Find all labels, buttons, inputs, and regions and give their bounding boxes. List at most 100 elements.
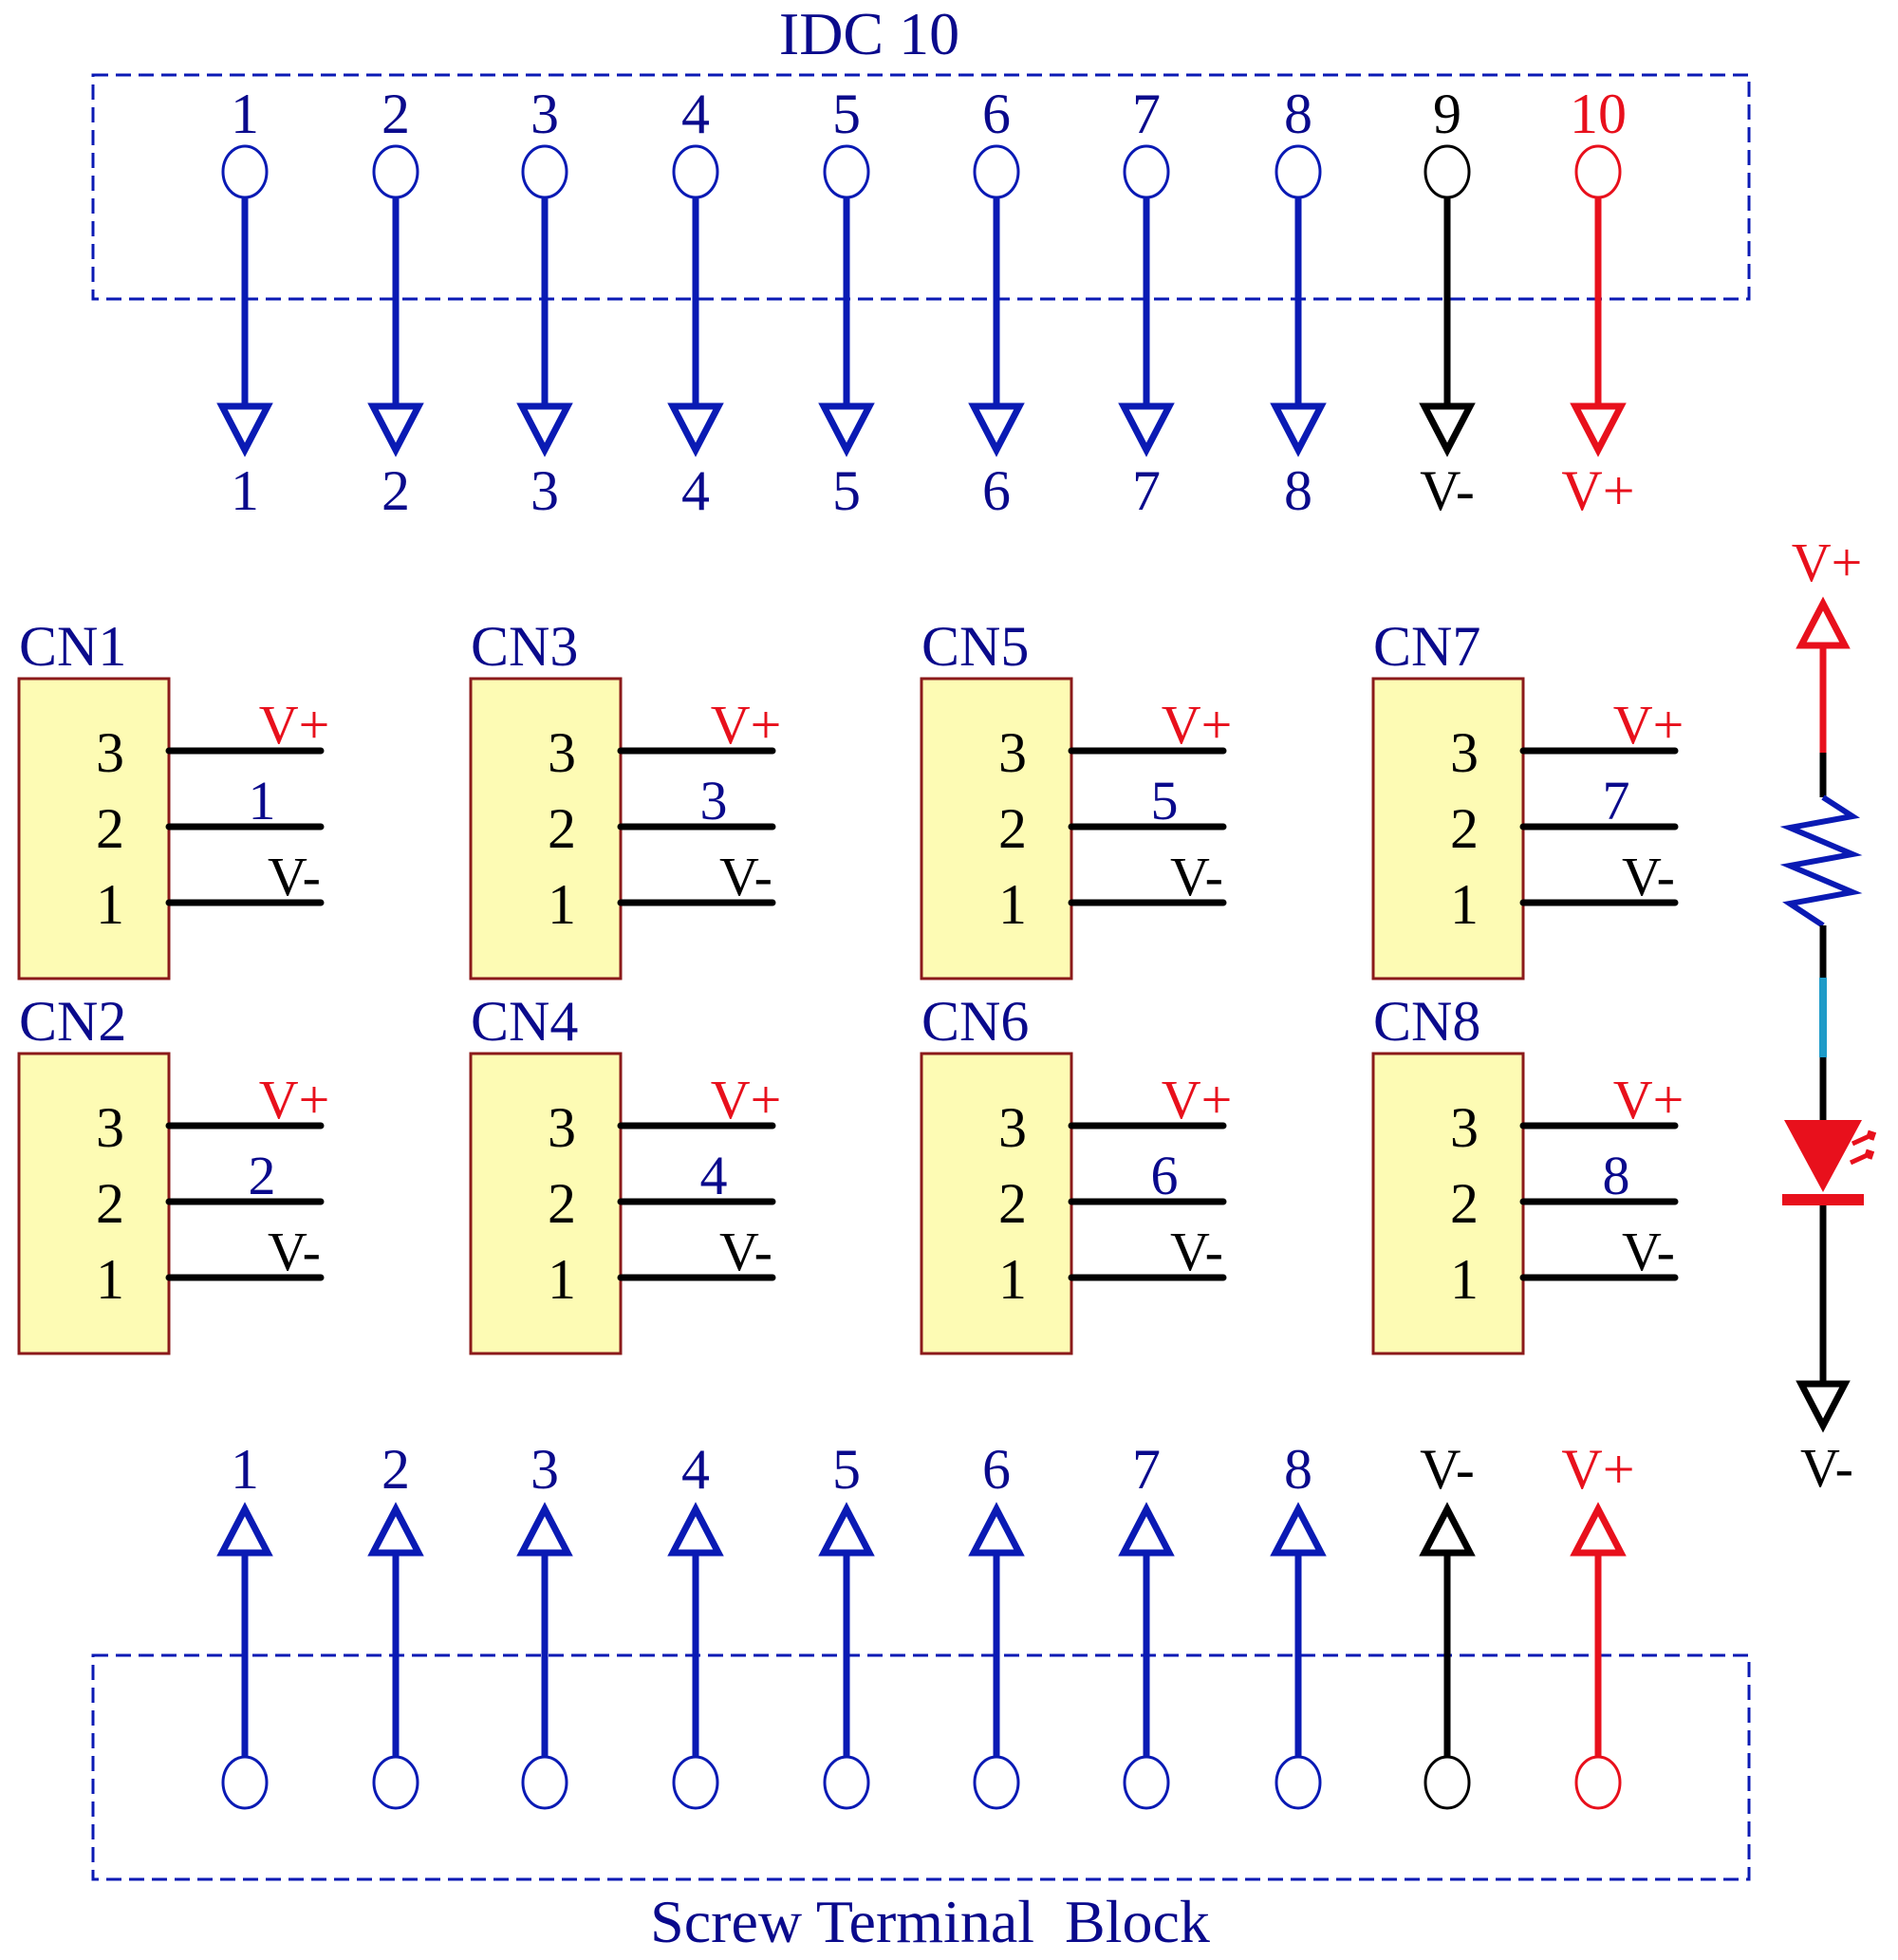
connector-name: CN7 [1373, 615, 1480, 678]
connector-pin-number: 2 [96, 1172, 124, 1235]
pin-pad-circle [221, 144, 269, 199]
connector-pin-number: 1 [1450, 873, 1479, 936]
net-port-arrow-icon [1270, 1502, 1327, 1557]
connector-pin-number: 2 [1450, 1172, 1479, 1235]
terminal-net-label: 1 [231, 1438, 259, 1501]
terminal-net-label: 8 [1284, 1438, 1312, 1501]
pin-pad-circle [1123, 144, 1170, 199]
pin-pad-circle [1424, 144, 1471, 199]
connector-net-label: V- [1622, 846, 1675, 907]
connector-pin-number: 1 [548, 1248, 576, 1311]
net-port-arrow-icon [1419, 1502, 1476, 1557]
connector-body [920, 677, 1073, 980]
net-port-arrow-icon [968, 402, 1025, 457]
connector-pin-number: 2 [96, 797, 124, 860]
connector-grid: CN1321V+1V-CN3321V+3V-CN5321V+5V-CN7321V… [17, 615, 1684, 1355]
net-port-arrow-icon [667, 1502, 724, 1557]
connector-net-label: 1 [249, 770, 276, 831]
pin-pad-circle [372, 144, 419, 199]
net-port-arrow-icon [216, 1502, 273, 1557]
connector-net-label: V- [268, 846, 321, 907]
terminal-pin-10: V+ [1561, 1438, 1635, 1810]
idc-pin-number: 5 [832, 83, 861, 145]
connector-body [17, 677, 171, 980]
net-port-arrow-icon [516, 1502, 573, 1557]
idc-net-label: 5 [832, 459, 861, 522]
terminal-net-label: V+ [1561, 1438, 1634, 1501]
connector-net-label: V+ [1613, 1069, 1684, 1130]
terminal-net-label: 3 [530, 1438, 559, 1501]
connector-pin-number: 2 [998, 1172, 1027, 1235]
connector-net-label: V+ [259, 694, 330, 756]
pin-pad-circle [672, 144, 719, 199]
idc-dashed-outline [91, 73, 1751, 301]
connector-name: CN8 [1373, 990, 1480, 1053]
connector-body [469, 1052, 623, 1355]
pin-pad-circle [1424, 1755, 1471, 1810]
connector-net-label: V- [1622, 1221, 1675, 1282]
connector-net-label: V- [1170, 846, 1223, 907]
idc-pin-number: 3 [530, 83, 559, 145]
led-top-net-label: V+ [1792, 532, 1863, 593]
net-port-arrow-icon [667, 402, 724, 457]
idc-net-label: 6 [982, 459, 1011, 522]
pin-pad-circle [973, 144, 1020, 199]
idc-pin-4: 44 [667, 83, 724, 522]
idc-net-label: 8 [1284, 459, 1312, 522]
connector-name: CN2 [19, 990, 126, 1053]
connector-pin-number: 1 [998, 873, 1027, 936]
net-port-arrow-icon [1570, 1502, 1627, 1557]
pin-pad-circle [1275, 1755, 1322, 1810]
connector-pin-number: 3 [998, 1096, 1027, 1159]
terminal-pin-1: 1 [216, 1438, 273, 1810]
connector-pin-number: 3 [548, 1096, 576, 1159]
pin-pad-circle [672, 1755, 719, 1810]
ground-arrow-icon [1796, 1380, 1851, 1433]
idc-net-label: 3 [530, 459, 559, 522]
connector-name: CN1 [19, 615, 126, 678]
connector-net-label: V+ [259, 1069, 330, 1130]
idc-net-label: V+ [1561, 459, 1634, 522]
connector-body [469, 677, 623, 980]
net-port-arrow-icon [216, 402, 273, 457]
connector-body [1371, 677, 1525, 980]
connector-net-label: 3 [700, 770, 728, 831]
idc-pin-1: 11 [216, 83, 273, 522]
connector-net-label: 7 [1603, 770, 1630, 831]
terminal-net-label: 2 [381, 1438, 410, 1501]
idc-pin-number: 1 [231, 83, 259, 145]
connector-pin-number: 3 [96, 1096, 124, 1159]
terminal-title: Screw Terminal Block [650, 1888, 1210, 1955]
net-port-arrow-icon [1118, 402, 1175, 457]
connector-body [17, 1052, 171, 1355]
connector-net-label: V+ [711, 694, 782, 756]
idc-pin-number: 9 [1433, 83, 1461, 145]
connector-body [920, 1052, 1073, 1355]
idc-pin-number: 10 [1570, 83, 1627, 145]
pin-pad-circle [1123, 1755, 1170, 1810]
connector-pin-number: 1 [548, 873, 576, 936]
connector-pin-number: 1 [1450, 1248, 1479, 1311]
led-bottom-net-label: V- [1800, 1437, 1853, 1499]
net-port-arrow-icon [1118, 1502, 1175, 1557]
connector-net-label: V- [1170, 1221, 1223, 1282]
idc-net-label: V- [1420, 459, 1475, 522]
idc-pin-10: 10V+ [1561, 83, 1634, 522]
idc-pin-9: 9V- [1419, 83, 1476, 522]
connector-body [1371, 1052, 1525, 1355]
pin-pad-circle [521, 1755, 568, 1810]
connector-net-label: V+ [1162, 1069, 1233, 1130]
pin-pad-circle [973, 1755, 1020, 1810]
connector-net-label: V- [719, 1221, 772, 1282]
pin-pad-circle [823, 1755, 870, 1810]
connector-name: CN6 [921, 990, 1029, 1053]
idc-net-label: 1 [231, 459, 259, 522]
